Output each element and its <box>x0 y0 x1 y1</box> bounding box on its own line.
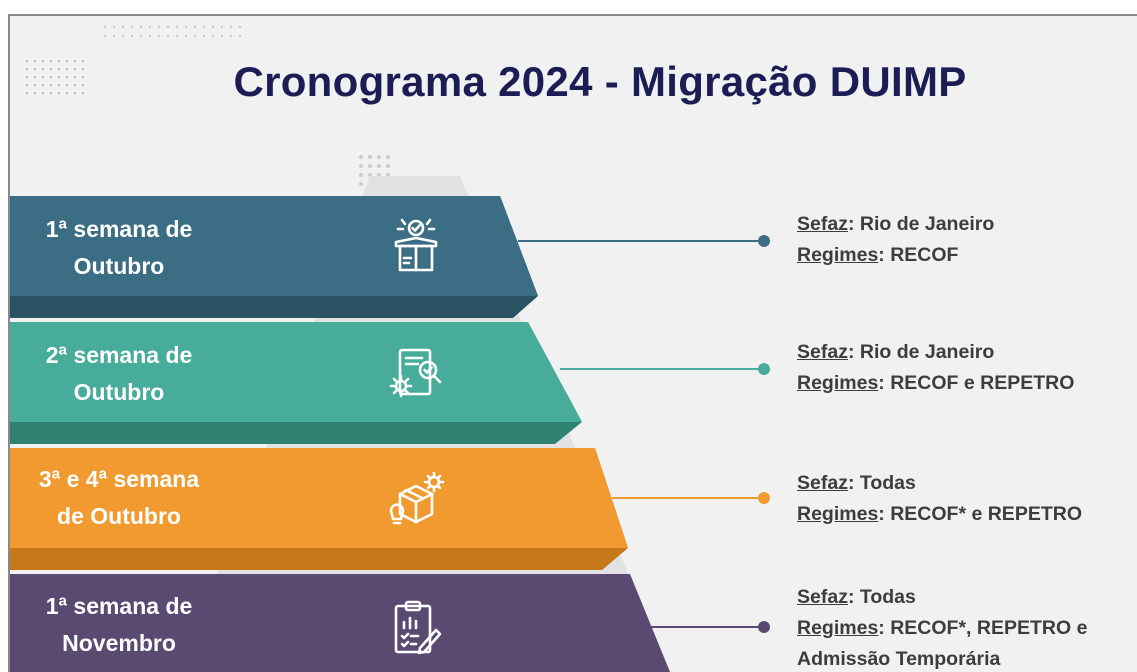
sefaz-key: Sefaz <box>797 213 848 235</box>
connector-dot-2 <box>758 363 770 375</box>
connector-dot-3 <box>758 492 770 504</box>
stage-3-label-line2: de Outubro <box>57 503 181 529</box>
slide: Cronograma 2024 - Migração DUIMP 1ª sema… <box>8 14 1137 672</box>
regimes-key: Regimes <box>797 503 879 525</box>
decorative-dots-top <box>103 25 242 38</box>
stage-1-label-line1: 1ª semana de <box>45 216 193 242</box>
stage-2-label: 2ª semana de Outubro <box>14 337 224 411</box>
box-gears-lightbulb-icon <box>389 471 445 525</box>
stage-3-info: Sefaz: Todas Regimes: RECOF* e REPETRO <box>797 468 1082 530</box>
sefaz-key: Sefaz <box>797 472 848 494</box>
stage-3-label: 3ª e 4ª semana de Outubro <box>14 461 224 535</box>
stage-1-info: Sefaz: Rio de Janeiro Regimes: RECOF <box>797 209 994 271</box>
stage-2-info: Sefaz: Rio de Janeiro Regimes: RECOF e R… <box>797 337 1074 399</box>
band-3 <box>10 448 628 548</box>
regimes-key: Regimes <box>797 617 879 639</box>
regimes-value: : RECOF*, REPETRO e <box>878 617 1088 639</box>
regimes-value: : RECOF e REPETRO <box>878 372 1075 394</box>
regimes-key: Regimes <box>797 372 879 394</box>
stage-1-label: 1ª semana de Outubro <box>14 211 224 285</box>
page-title: Cronograma 2024 - Migração DUIMP <box>233 58 967 105</box>
stage-4-info: Sefaz: Todas Regimes: RECOF*, REPETRO e … <box>797 582 1087 672</box>
timeline-diagram <box>10 176 770 672</box>
regimes-value: : RECOF <box>878 244 959 266</box>
decorative-dots-left <box>25 59 85 95</box>
sefaz-value: : Rio de Janeiro <box>847 341 995 363</box>
regimes-value-continued: Admissão Temporária <box>797 648 1001 670</box>
stage-2-label-line1: 2ª semana de <box>45 342 193 368</box>
band-2 <box>10 322 582 422</box>
clipboard-chart-pen-icon <box>394 600 442 655</box>
sefaz-value: : Todas <box>847 472 916 494</box>
stage-1-label-line2: Outubro <box>73 253 165 279</box>
sefaz-key: Sefaz <box>797 586 848 608</box>
stage-4-label-line1: 1ª semana de <box>45 593 193 619</box>
connector-dot-4 <box>758 621 770 633</box>
regimes-key: Regimes <box>797 244 879 266</box>
sefaz-key: Sefaz <box>797 341 848 363</box>
sefaz-value: : Todas <box>847 586 916 608</box>
band-4 <box>10 574 670 672</box>
stage-3-label-line1: 3ª e 4ª semana <box>38 466 200 492</box>
stage-4-label: 1ª semana de Novembro <box>14 588 224 662</box>
document-gear-magnifier-icon <box>389 348 442 398</box>
stage-2-label-line2: Outubro <box>73 379 165 405</box>
stage-4-label-line2: Novembro <box>62 630 176 656</box>
open-box-check-icon <box>394 218 438 272</box>
sefaz-value: : Rio de Janeiro <box>847 213 995 235</box>
regimes-value: : RECOF* e REPETRO <box>878 503 1082 525</box>
connector-dot-1 <box>758 235 770 247</box>
